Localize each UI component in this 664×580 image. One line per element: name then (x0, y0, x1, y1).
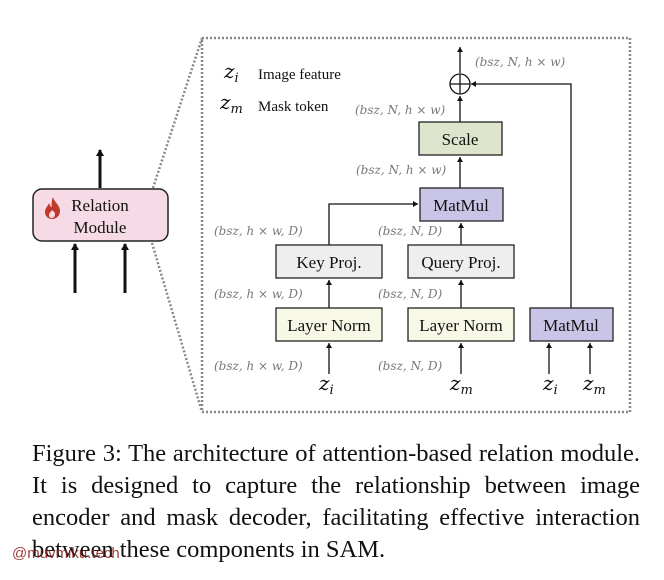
relation-module-label-line2: Module (74, 218, 127, 237)
residual-connection (471, 81, 572, 311)
scale-box (418, 121, 503, 156)
input-zm-matmul: zm (582, 371, 606, 398)
shape-scale-out: (bsz, N, h × w) (355, 103, 446, 117)
legend-symbol-zm: zm (219, 90, 243, 117)
watermark: @muvmiku.tech (12, 545, 120, 562)
layernorm-left-box (275, 307, 383, 342)
zoom-connector-top (151, 37, 204, 189)
key-proj-label: Key Proj. (296, 253, 361, 272)
query-proj-label: Query Proj. (421, 253, 500, 272)
shape-matmul-out: (bsz, N, h × w) (356, 163, 447, 177)
shape-ln-right-out: (bsz, N, D) (378, 287, 442, 301)
fire-icon (45, 197, 60, 219)
figure-caption: Figure 3: The architecture of attention-… (32, 440, 640, 563)
matmul-top-label: MatMul (433, 196, 489, 215)
relation-module-diagram: Relation Module zi Image feature zm Mask… (32, 36, 632, 414)
query-proj-box (407, 244, 515, 279)
key-to-matmul-arrow (328, 201, 418, 245)
relation-module-block: Relation Module (32, 149, 169, 293)
legend-label-image-feature: Image feature (258, 67, 341, 83)
legend: zi Image feature zm Mask token (219, 59, 341, 117)
input-zi-left: zi (318, 371, 334, 398)
layernorm-left-label: Layer Norm (287, 316, 371, 335)
shape-query-proj-out: (bsz, N, D) (378, 224, 442, 238)
shape-ln-left-out: (bsz, h × w, D) (214, 287, 303, 301)
shape-key-proj-out: (bsz, h × w, D) (214, 224, 303, 238)
scale-label: Scale (442, 130, 479, 149)
layernorm-right-label: Layer Norm (419, 316, 503, 335)
matmul-right-label: MatMul (543, 316, 599, 335)
legend-label-mask-token: Mask token (258, 99, 329, 115)
relation-module-box (32, 188, 169, 242)
shape-output: (bsz, N, h × w) (475, 55, 566, 69)
matmul-right-box (529, 307, 614, 342)
legend-symbol-zi: zi (223, 59, 239, 86)
input-zi-matmul: zi (542, 371, 558, 398)
key-proj-box (275, 244, 383, 279)
matmul-top-box (419, 187, 504, 222)
layernorm-right-box (407, 307, 515, 342)
input-zm-right: zm (449, 371, 473, 398)
shape-input-right: (bsz, N, D) (378, 359, 442, 373)
zoom-connector-bottom (150, 242, 204, 413)
detail-frame (200, 36, 632, 414)
shape-input-left: (bsz, h × w, D) (214, 359, 303, 373)
relation-module-label-line1: Relation (71, 196, 129, 215)
